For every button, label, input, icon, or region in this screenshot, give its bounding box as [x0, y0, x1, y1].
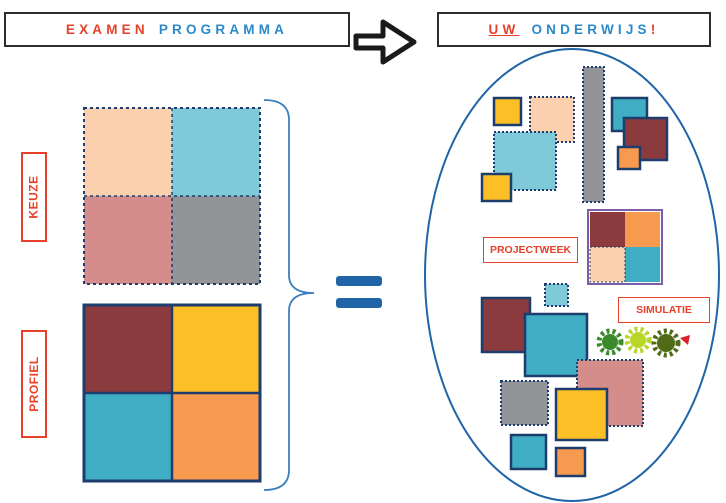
title-programma: PROGRAMMA	[158, 22, 289, 37]
keuze-grid	[83, 107, 261, 285]
profiel-label-text: PROFIEL	[27, 356, 42, 412]
profiel-block-teal	[84, 393, 172, 481]
block-yellow-mid	[554, 387, 609, 442]
profiel-block-maroon	[84, 305, 172, 393]
equals-sign	[336, 276, 382, 308]
keuze-block-lightblue	[172, 108, 260, 196]
arrow-right-icon	[353, 19, 417, 65]
keuze-block-peach	[84, 108, 172, 196]
keuze-block-rose	[84, 196, 172, 284]
profiel-block-yellow	[172, 305, 260, 393]
block-maroon-mid	[480, 296, 532, 354]
keuze-label: KEUZE	[21, 152, 47, 242]
block-gray-mid	[500, 380, 549, 426]
block-lightblue-tiny	[544, 283, 569, 307]
block-orange-bottom	[554, 446, 587, 478]
your-education-title: UW ONDERWIJS !	[437, 12, 711, 47]
block-gray-tall	[582, 66, 605, 203]
exam-program-title: EXAMEN PROGRAMMA	[4, 12, 350, 47]
profiel-label: PROFIEL	[21, 330, 47, 438]
education-blocks	[480, 66, 669, 478]
block-yellow-small	[480, 172, 513, 203]
education-ellipse	[424, 48, 720, 502]
simulation-gears-icon	[596, 326, 690, 358]
block-teal-bottom	[509, 433, 548, 471]
title-exclaim: !	[650, 22, 660, 37]
title-examen: EXAMEN	[65, 22, 149, 37]
keuze-block-gray	[172, 196, 260, 284]
block-orange-small-top	[616, 145, 642, 171]
block-yellow-top	[492, 96, 523, 127]
simulatie-label: SIMULATIE	[618, 297, 710, 323]
profiel-grid	[82, 303, 262, 483]
projectweek-grid	[587, 209, 663, 285]
title-uw: UW	[488, 22, 520, 37]
curly-brace	[263, 99, 315, 491]
title-onderwijs: ONDERWIJS	[531, 22, 651, 37]
profiel-block-orange	[172, 393, 260, 481]
keuze-label-text: KEUZE	[27, 175, 42, 219]
projectweek-label: PROJECTWEEK	[483, 237, 578, 263]
block-teal-mid	[523, 312, 589, 378]
